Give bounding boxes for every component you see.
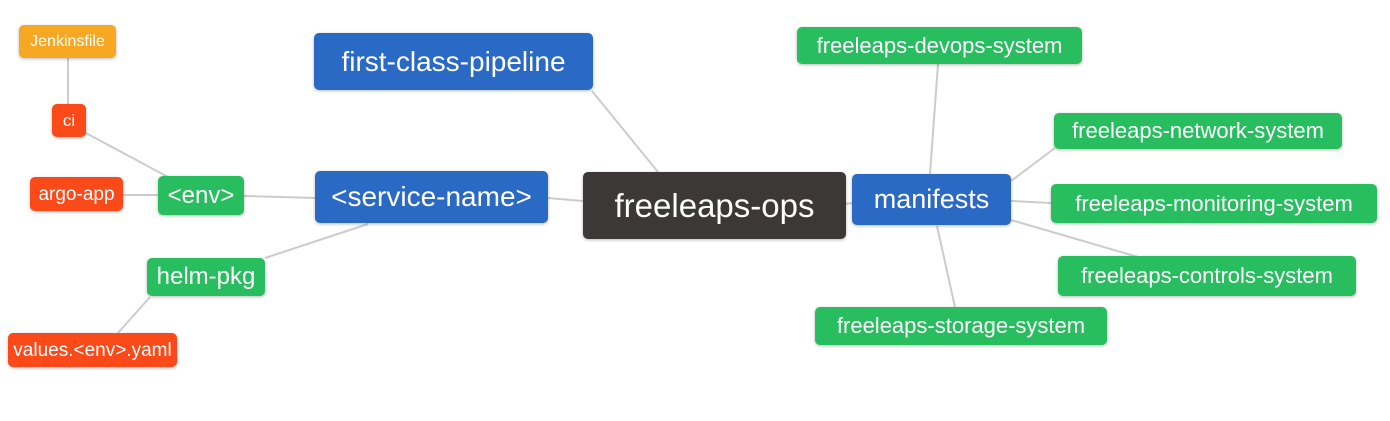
node-freeleaps-network-system[interactable]: freeleaps-network-system bbox=[1054, 113, 1342, 149]
node-label: ci bbox=[62, 111, 76, 130]
edge-service-name-helm-pkg bbox=[264, 223, 369, 259]
node-label: helm-pkg bbox=[156, 263, 256, 290]
edge-manifests-storage-system bbox=[936, 225, 956, 308]
node-label: freeleaps-storage-system bbox=[836, 313, 1086, 338]
edge-ci-env bbox=[83, 131, 169, 178]
node-label: first-class-pipeline bbox=[341, 45, 566, 77]
node-label: <env> bbox=[167, 181, 235, 209]
node-label: freeleaps-monitoring-system bbox=[1075, 190, 1353, 216]
node-manifests[interactable]: manifests bbox=[852, 174, 1011, 225]
node-argo-app[interactable]: argo-app bbox=[30, 177, 123, 211]
node-label: freeleaps-devops-system bbox=[816, 32, 1063, 58]
node-values-env-yaml[interactable]: values.<env>.yaml bbox=[8, 333, 177, 367]
node-label: Jenkinsfile bbox=[30, 32, 105, 50]
edge-first-class-pipeline-freeleaps-ops bbox=[591, 90, 659, 173]
node-freeleaps-monitoring-system[interactable]: freeleaps-monitoring-system bbox=[1051, 184, 1377, 223]
edge-manifests-controls-system bbox=[1010, 219, 1139, 258]
node-freeleaps-controls-system[interactable]: freeleaps-controls-system bbox=[1058, 256, 1356, 296]
edge-manifests-monitoring-system bbox=[1010, 200, 1052, 204]
node-first-class-pipeline[interactable]: first-class-pipeline bbox=[314, 33, 593, 90]
node-label: argo-app bbox=[38, 183, 115, 205]
node-jenkinsfile[interactable]: Jenkinsfile bbox=[19, 25, 116, 58]
edge-manifests-network-system bbox=[1010, 147, 1056, 182]
node-env[interactable]: <env> bbox=[158, 176, 244, 215]
node-label: freeleaps-network-system bbox=[1072, 118, 1324, 143]
node-freeleaps-devops-system[interactable]: freeleaps-devops-system bbox=[797, 27, 1082, 64]
node-freeleaps-storage-system[interactable]: freeleaps-storage-system bbox=[815, 307, 1107, 345]
edge-values-env-yaml-helm-pkg bbox=[117, 296, 151, 334]
edge-manifests-devops-system bbox=[929, 63, 939, 175]
node-label: <service-name> bbox=[331, 181, 532, 212]
node-ci[interactable]: ci bbox=[52, 104, 86, 137]
node-freeleaps-ops[interactable]: freeleaps-ops bbox=[583, 172, 846, 239]
node-service-name[interactable]: <service-name> bbox=[315, 171, 548, 223]
edge-env-service-name bbox=[243, 195, 316, 199]
edge-service-name-freeleaps-ops bbox=[547, 197, 584, 202]
node-label: freeleaps-controls-system bbox=[1081, 263, 1333, 288]
node-label: freeleaps-ops bbox=[614, 187, 815, 224]
node-helm-pkg[interactable]: helm-pkg bbox=[147, 258, 265, 296]
node-label: manifests bbox=[873, 184, 990, 214]
node-label: values.<env>.yaml bbox=[13, 339, 172, 361]
